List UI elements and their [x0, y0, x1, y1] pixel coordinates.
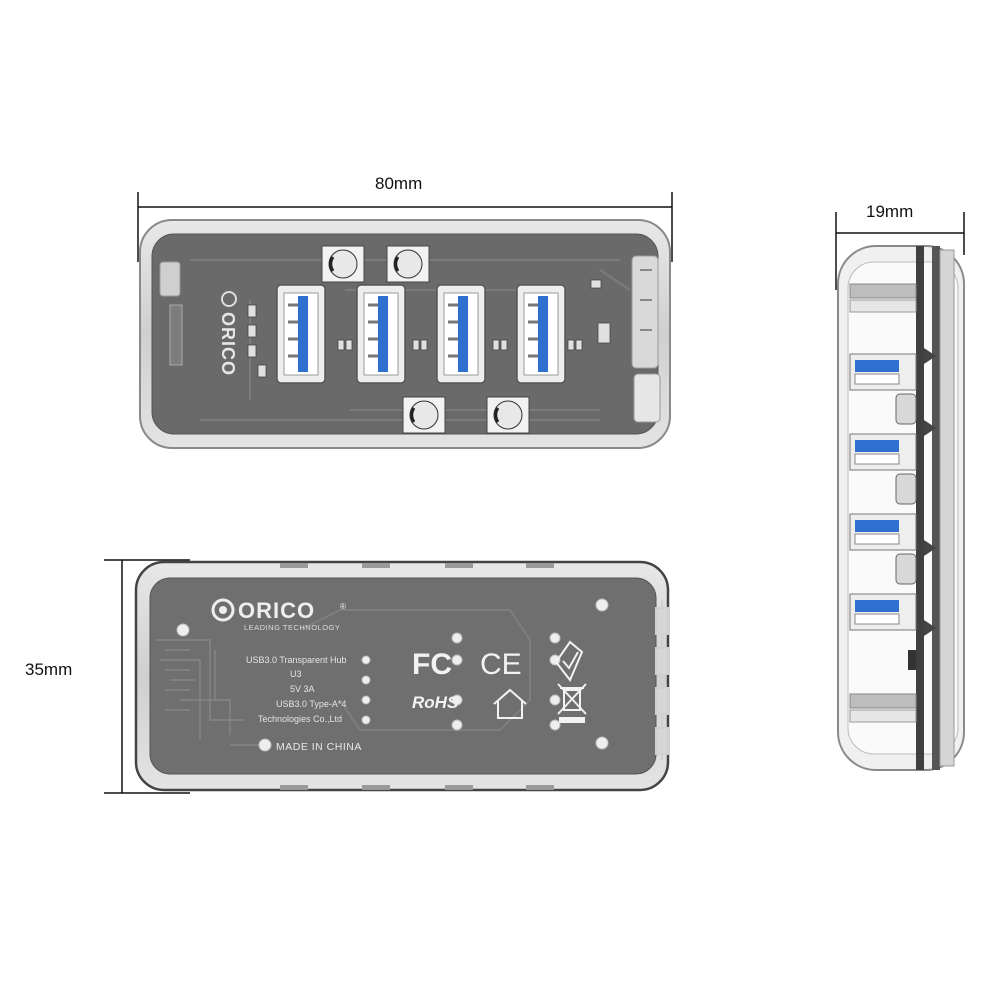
label-line-2: U3: [290, 669, 302, 679]
top-logo-text: ORICO: [218, 312, 238, 376]
usb-port-3: [436, 284, 486, 384]
fc-mark: FC: [412, 648, 452, 681]
side-markers: [924, 348, 936, 636]
circuit-traces: [155, 639, 260, 746]
product-label: USB3.0 Transparent Hub U3 5V 3A USB3.0 T…: [246, 655, 347, 724]
home-icon: [493, 688, 527, 719]
side-usb-port: [849, 433, 917, 471]
capacitor: [402, 396, 446, 434]
rohs-mark: RoHS: [412, 693, 459, 712]
usb-port-2: [356, 284, 406, 384]
side-capacitors: [895, 393, 917, 585]
side-view: [837, 245, 965, 771]
made-in-text: MADE IN CHINA: [276, 741, 362, 753]
smd-components: [247, 279, 611, 378]
width-dimension-label: 80mm: [375, 174, 423, 193]
top-view: ORICO: [139, 219, 671, 449]
label-line-3: 5V 3A: [290, 684, 315, 694]
top-right-connector: [631, 255, 659, 369]
width-dimension-line: [137, 192, 673, 262]
top-view-logo: ORICO: [218, 291, 238, 376]
capacitor: [386, 245, 430, 283]
top-right-port: [633, 373, 661, 423]
height-dimension-line: [104, 559, 190, 794]
capacitor: [486, 396, 530, 434]
side-usb-port: [849, 513, 917, 551]
registered-mark: ®: [340, 602, 346, 611]
rcm-icon: [554, 640, 584, 682]
side-board-back: [932, 246, 940, 770]
depth-dimension-label: 19mm: [866, 202, 914, 221]
weee-bin-icon: [557, 683, 587, 723]
bottom-view-board: [149, 577, 657, 775]
label-line-1: USB3.0 Transparent Hub: [246, 655, 347, 665]
capacitor: [321, 245, 365, 283]
side-usb-port: [849, 593, 917, 631]
side-usb-port: [849, 353, 917, 391]
bottom-logo: ORICO ® LEADING TECHNOLOGY: [211, 598, 346, 632]
mounting-holes: [176, 598, 609, 752]
tagline-text: LEADING TECHNOLOGY: [244, 623, 340, 632]
label-line-5: Technologies Co.,Ltd: [258, 714, 342, 724]
height-dimension-label: 35mm: [25, 660, 73, 679]
label-line-4: USB3.0 Type-A*4: [276, 699, 346, 709]
ce-mark: CE: [480, 648, 522, 681]
bottom-logo-text: ORICO: [238, 598, 315, 623]
side-board-front: [916, 246, 924, 770]
top-side-port: [159, 261, 181, 297]
depth-dimension-line: [835, 212, 965, 290]
bottom-view: ORICO ® LEADING TECHNOLOGY USB3.0 Transp…: [134, 560, 670, 792]
usb-port-1: [276, 284, 326, 384]
usb-port-4: [516, 284, 566, 384]
